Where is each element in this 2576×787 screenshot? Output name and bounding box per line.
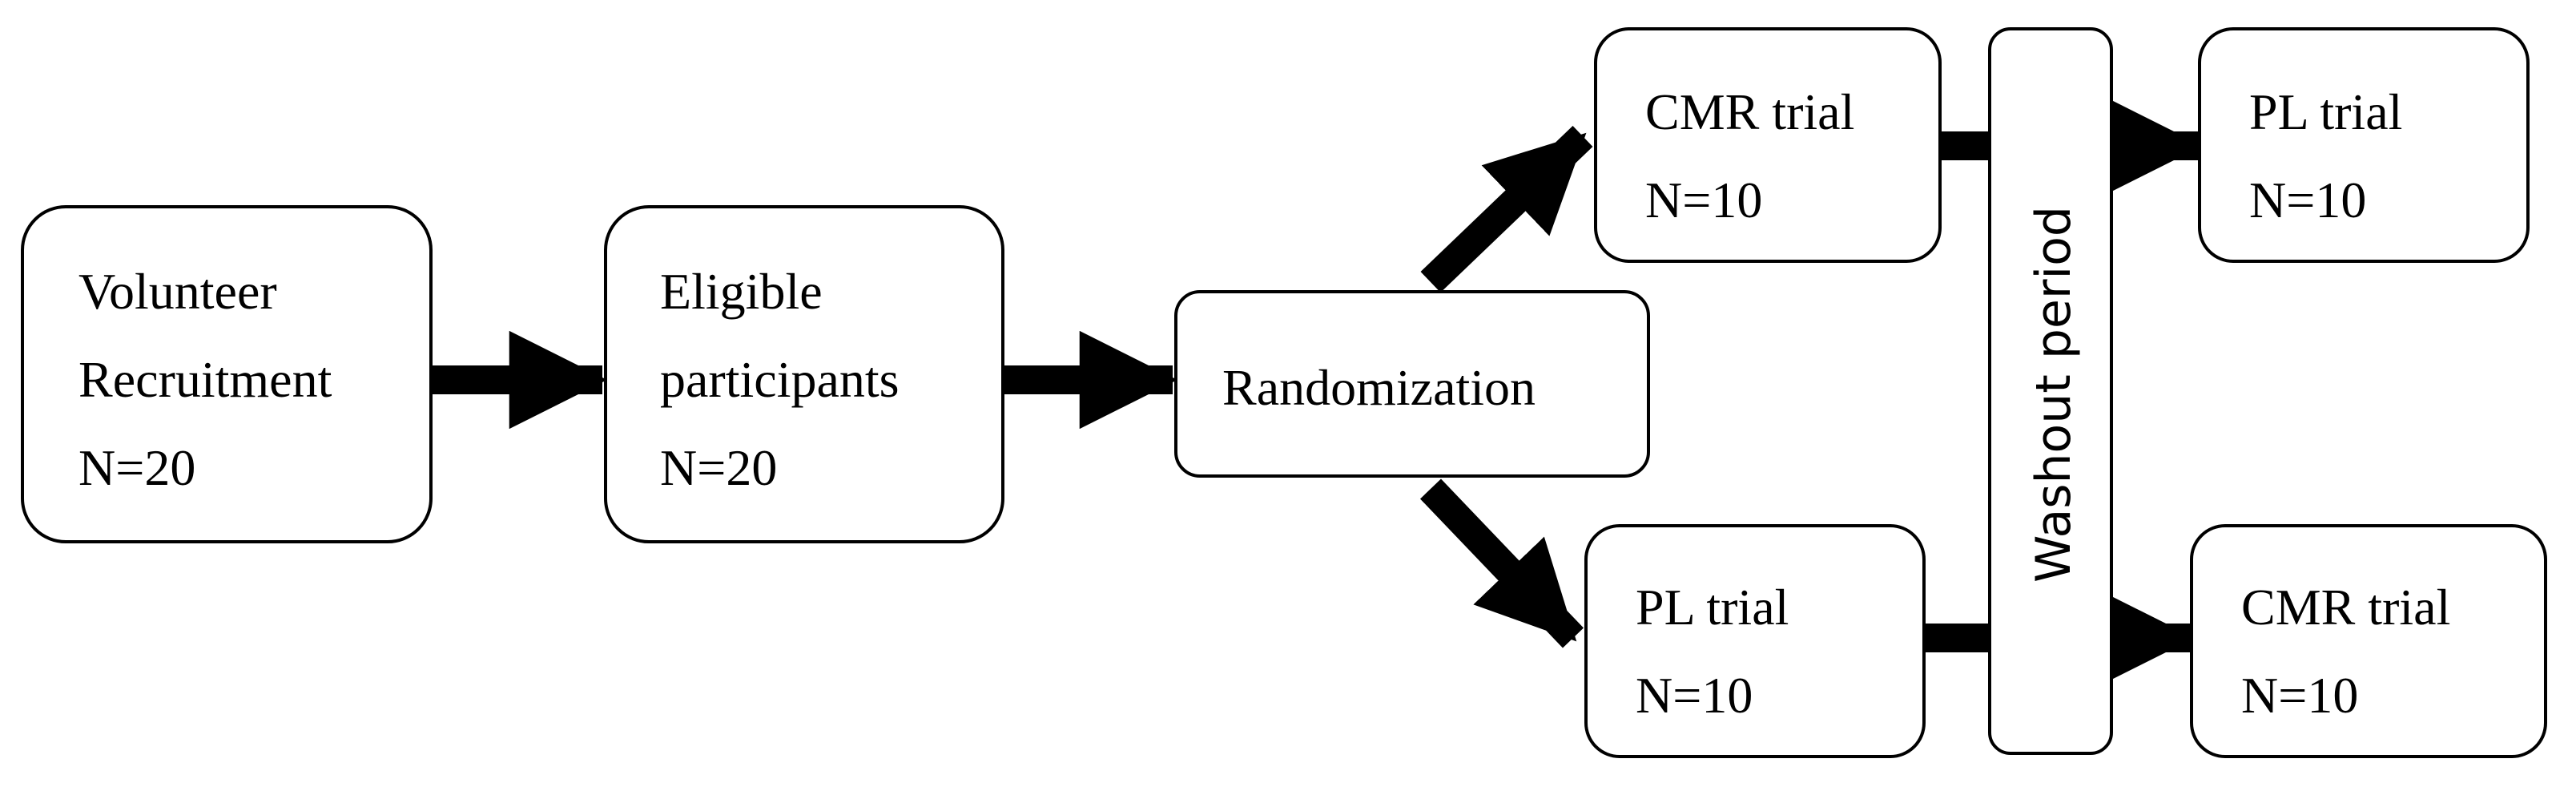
eligible-participants-node: Eligible participants N=20 [604,205,1004,543]
washout-period-label: Washout period [2026,205,2082,583]
cmr-trial-top-label: CMR trial [1645,83,1855,140]
pl-trial-bottom-node: PL trial N=10 [1584,524,1926,758]
pl-trial-top-count: N=10 [2249,172,2367,228]
eligible-line-1: Eligible [660,263,823,320]
arrow-randomization-to-pl-trial-bottom [1419,478,1584,648]
volunteer-line-2: Recruitment [78,351,332,408]
randomization-label: Randomization [1222,359,1536,416]
volunteer-count: N=20 [78,439,196,496]
pl-trial-bottom-count: N=10 [1636,667,1753,724]
volunteer-line-1: Volunteer [78,263,277,320]
eligible-count: N=20 [660,439,778,496]
volunteer-recruitment-node: Volunteer Recruitment N=20 [21,205,433,543]
eligible-line-2: participants [660,351,900,408]
pl-trial-bottom-label: PL trial [1636,579,1789,636]
pl-trial-top-node: PL trial N=10 [2198,27,2530,263]
washout-period-node: Washout period [1988,27,2113,755]
cmr-trial-top-count: N=10 [1645,172,1763,228]
cmr-trial-bottom-node: CMR trial N=10 [2190,524,2547,758]
cmr-trial-bottom-count: N=10 [2241,667,2359,724]
arrow-randomization-to-cmr-trial-top [1420,126,1593,293]
cmr-trial-top-node: CMR trial N=10 [1594,27,1942,263]
randomization-node: Randomization [1174,290,1650,478]
pl-trial-top-label: PL trial [2249,83,2403,140]
cmr-trial-bottom-label: CMR trial [2241,579,2451,636]
